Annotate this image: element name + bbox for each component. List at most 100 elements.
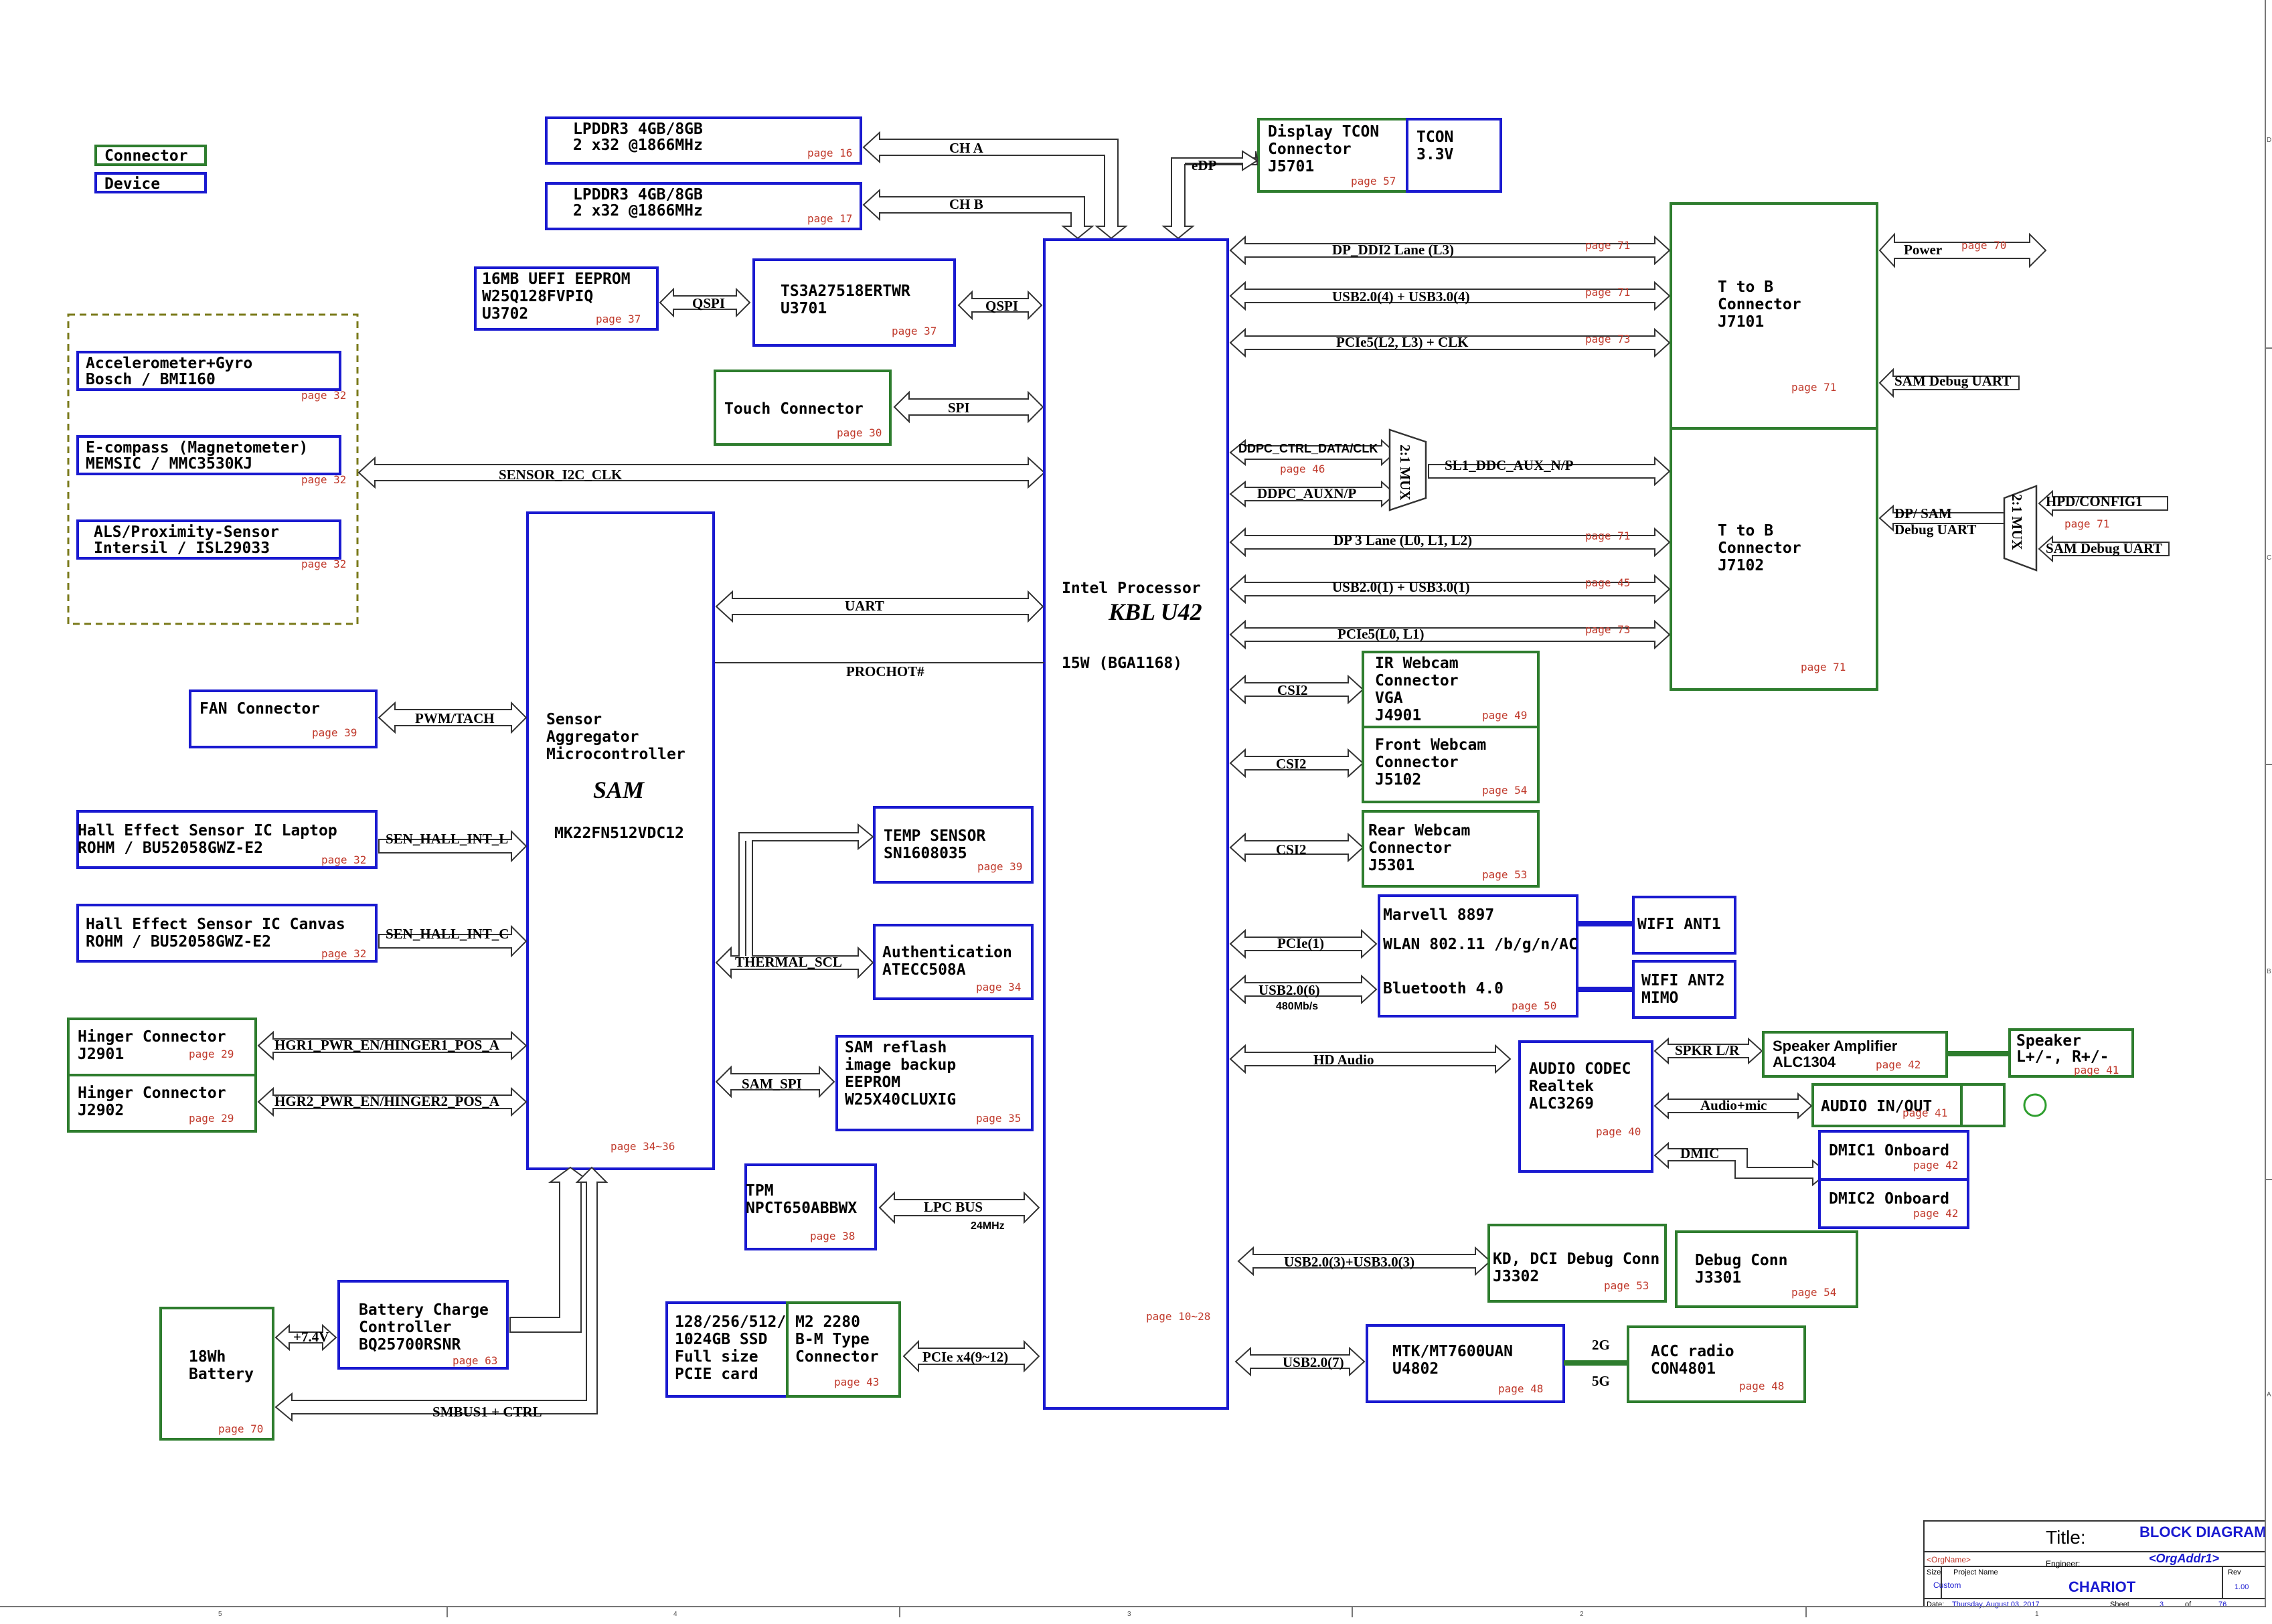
hinger2-label: Hinger Connector [78,1084,226,1102]
ram1-page: page 16 [807,147,852,159]
usb1-page: page 45 [1585,576,1630,589]
auth-box [873,924,1034,1000]
pcie-l2-label: PCIe5(L2, L3) + CLK [1336,334,1469,350]
sensor-i2c-label: SENSOR_I2C_CLK [499,467,623,483]
eeprom-line1: 16MB UEFI EEPROM [482,270,631,288]
eeprom-box [474,266,659,331]
ram1-line2: 2 x32 @1866MHz [573,137,703,154]
tcon-line1: Display TCON [1268,123,1379,141]
pwm-arrow [378,701,528,734]
title-label: Title: [2046,1527,2086,1548]
wifi2-box [1632,960,1736,1019]
front-page: page 54 [1482,784,1527,797]
dmic1-label: DMIC1 Onboard [1829,1142,1949,1159]
touch-page: page 30 [837,426,882,439]
debugconn-line2: J3301 [1695,1269,1741,1287]
cpu-line1: Intel Processor [1062,580,1201,597]
ir-line1: IR Webcam [1375,655,1459,672]
legend-connector-label: Connector [104,147,188,165]
hinger1-box [67,1018,257,1076]
zone-col-3: 3 [1127,1611,1131,1618]
eeprom-page: page 37 [596,313,641,325]
hall1-label: Hall Effect Sensor IC Laptop [78,822,337,839]
project-label: Project Name [1953,1568,1998,1576]
speaker-line2: L+/-, R+/- [2016,1048,2109,1066]
m2-box [786,1301,901,1398]
sl1-label: SL1_DDC_AUX_N/P [1445,457,1574,473]
engineer-label: Engineer: [2046,1559,2080,1568]
als-part: Intersil / ISL29033 [94,540,270,557]
rear-page: page 53 [1482,868,1527,881]
hdaudio-arrow [1229,1044,1512,1074]
legend-connector-box [94,145,207,166]
lpc-arrow [878,1191,1040,1224]
dmic-label: DMIC [1680,1145,1719,1161]
pcie-l2-page: page 73 [1585,333,1630,345]
mux1-label: 2:1 MUX [1397,444,1413,500]
usb6-speed: 480Mb/s [1276,1001,1318,1012]
csi-front-label: CSI2 [1276,756,1307,772]
usb4-page: page 71 [1585,286,1630,299]
cha-arrow [862,131,1128,240]
tcon-line2: Connector [1268,141,1352,158]
thermal-bus: THERMAL_SCL [715,823,874,979]
ir-line2: Connector [1375,672,1459,689]
rear-line3: J5301 [1368,857,1414,874]
ttob1-line1: T to B [1718,278,1773,296]
kd-line2: J3302 [1493,1268,1539,1285]
ttob-connector-1: T to B Connector J7101 page 71 [1670,202,1878,430]
hall2-label: Hall Effect Sensor IC Canvas [86,916,345,933]
ts3-box [752,258,956,347]
usb3-label: USB2.0(3)+USB3.0(3) [1284,1254,1414,1270]
edp-arrowhead [1185,150,1259,171]
v74-label: +7.4V [293,1329,329,1345]
sam-debug2-arrow [2038,535,2170,563]
speaker-box [2008,1028,2134,1078]
marvell-wlan: PCIe(1) USB2.0(6) 480Mb/s Marvell 8897 W… [1229,894,1736,1019]
sl1-arrow [1428,456,1671,487]
wifi2-line1: WIFI ANT2 [1641,972,1725,989]
usb4-label: USB2.0(4) + USB3.0(4) [1332,289,1470,305]
battery-page: page 70 [218,1423,263,1435]
title-block-frame [1923,1520,2266,1607]
hinger1-arrow [257,1030,528,1061]
flash-box [835,1035,1034,1131]
dp-ddi2-label: DP_DDI2 Lane (L3) [1332,242,1454,258]
rear-box [1362,810,1540,888]
hall2-arrow [378,924,528,958]
ttob1-line3: J7101 [1718,313,1764,331]
ddpc-ctrl-label: DDPC_CTRL_DATA/CLK [1238,442,1378,455]
cpu-tdp: 15W (BGA1168) [1062,655,1182,672]
eeprom-line3: U3702 [482,305,528,323]
speaker-line1: Speaker [2016,1032,2081,1050]
rev-label: Rev [2228,1568,2241,1576]
rear-line2: Connector [1368,839,1452,857]
g2-label: 2G [1592,1337,1610,1353]
mtk-box [1366,1324,1565,1403]
pcie-x4-label: PCIe x4(9~12) [922,1349,1008,1365]
als-label: ALS/Proximity-Sensor [94,523,279,541]
lpc-label: LPC BUS [924,1199,983,1215]
ttob2-line1: T to B [1718,522,1773,540]
sensor-group-frame [67,313,359,625]
rev-value: 1.00 [2235,1583,2249,1591]
als-box [76,519,341,560]
g5-label: 5G [1592,1373,1610,1389]
marvell-page: page 50 [1512,999,1556,1012]
hall2-signal: SEN_HALL_INT_C [386,926,509,942]
spkr-label: SPKR L/R [1675,1042,1740,1058]
authentication-ic: Authentication ATECC508A page 34 [873,924,1034,1000]
sensor-i2c-bus: SENSOR_I2C_CLK [357,456,1046,489]
zone-row-d: D [2267,137,2271,144]
fan-label: FAN Connector [199,700,320,718]
ts3-line2: U3701 [781,300,827,317]
hinger1-ref: J2901 [78,1046,124,1063]
zone-row-c: C [2267,554,2271,562]
hinger-connector-1: Hinger Connector J2901 page 29 [67,1018,257,1076]
charger-line1: Battery Charge [359,1301,489,1319]
marvell-box [1378,894,1578,1018]
cpu-box [1043,238,1229,1410]
ir-line4: J4901 [1375,707,1421,724]
tpm: TPM NPCT650ABBWX page 38 [744,1163,877,1250]
